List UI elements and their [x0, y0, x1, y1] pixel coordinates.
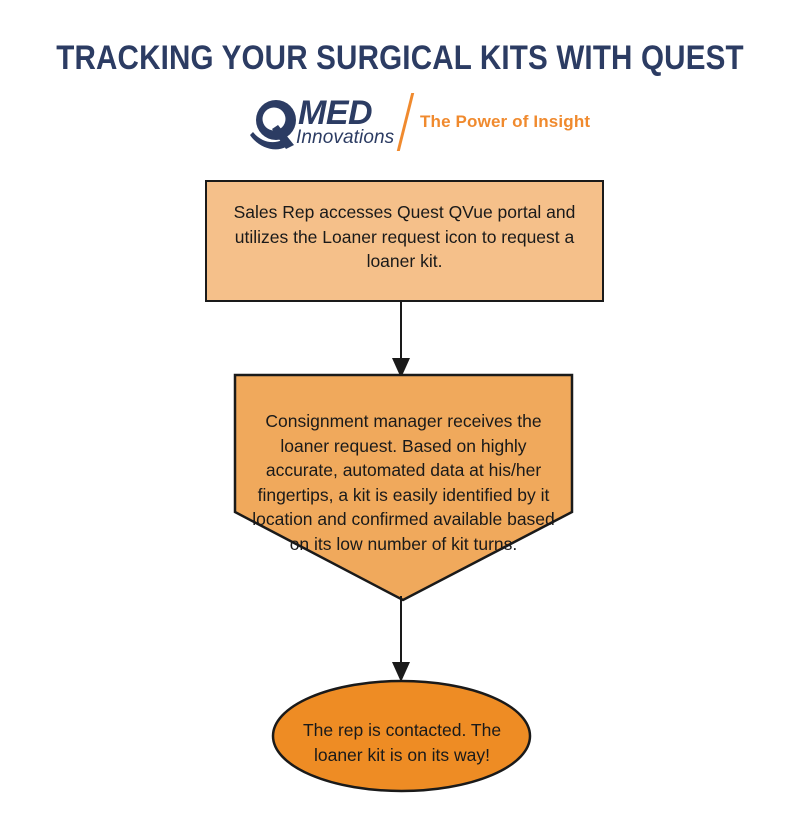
flow-node-rectangle [205, 180, 604, 302]
logo-wordmark-med: MED [298, 94, 373, 132]
logo-wordmark-innovations: Innovations [296, 127, 395, 148]
flow-node-pentagon [233, 373, 574, 602]
page-title: TRACKING YOUR SURGICAL KITS WITH QUEST [56, 39, 744, 77]
logo-slash-divider [396, 93, 415, 151]
flow-node-ellipse [271, 679, 532, 793]
brand-logo-lockup: MED Innovations The Power of Insight [240, 93, 590, 155]
flow-connector-arrow-down [392, 300, 410, 378]
qmed-q-swoosh-icon [250, 100, 296, 150]
flow-connector-arrow-down-2 [392, 596, 410, 682]
logo-tagline: The Power of Insight [420, 112, 591, 131]
